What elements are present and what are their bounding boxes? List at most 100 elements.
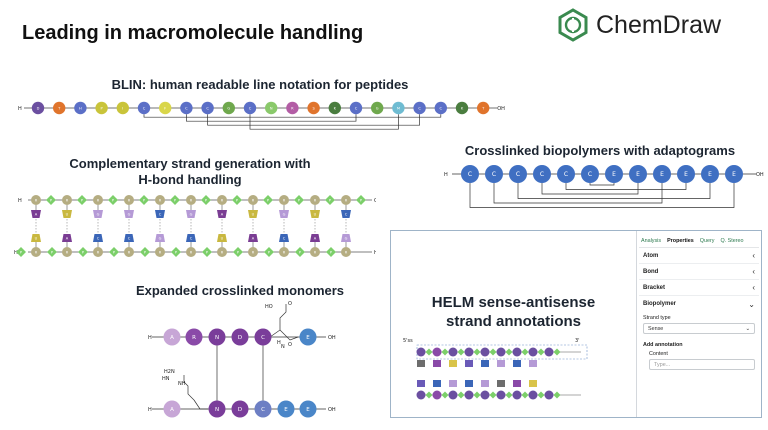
exp-bottom-label: N (215, 407, 219, 413)
helm-heading: HELM sense-antisense strand annotations (391, 293, 636, 331)
exp-bottom-monomer (231, 400, 249, 418)
sugar-label: R (97, 198, 100, 202)
exp-bottom-label: E (284, 407, 288, 413)
helm-sugar (464, 390, 474, 400)
helm-sugar (480, 347, 490, 357)
phosphate-label: P (267, 198, 270, 202)
phosphate-monomer (294, 195, 304, 205)
sugar-monomer (93, 247, 103, 257)
xl-residue-label: E (612, 171, 616, 178)
phosphate-monomer (140, 247, 150, 257)
chemdraw-logo: ChemDraw (556, 8, 721, 42)
chevron-down-icon: ⌄ (748, 299, 755, 309)
helm-bottom-base (513, 380, 521, 387)
blin-residue-label: F (164, 106, 166, 110)
tab-properties[interactable]: Properties (667, 238, 694, 244)
crosslink-line (541, 183, 639, 195)
sugar-label: R (35, 198, 38, 202)
phosphate-monomer (109, 247, 119, 257)
xl-residue (557, 165, 575, 183)
top-base (31, 210, 41, 218)
tab-q-stereo[interactable]: Q. Stereo (720, 238, 744, 244)
phosphate-label: P (330, 250, 333, 254)
phosphate-label: P (50, 198, 53, 202)
top-base-label: C (159, 213, 162, 217)
helm-top-base (449, 360, 457, 367)
sugar-label: R (345, 198, 348, 202)
exp-top-label: E (306, 335, 310, 341)
helm-bottom-base (417, 380, 425, 387)
bottom-base (310, 234, 320, 242)
properties-tabs: Analysis Properties Query Q. Stereo (639, 235, 759, 248)
helm-sugar (496, 347, 506, 357)
xl-residue (677, 165, 695, 183)
exp-bottom-end: OH (328, 407, 336, 413)
chevron-down-icon: ⌄ (745, 325, 750, 332)
blin-residue-label: C (206, 106, 209, 110)
slide-title: Leading in macromolecule handling (22, 22, 364, 44)
row-bond[interactable]: Bond‹ (639, 264, 759, 280)
complementary-heading-line2: H-bond handling (138, 172, 242, 187)
exp-top-label: R (192, 335, 196, 341)
helm-top-base (497, 360, 505, 367)
sugar-label: R (221, 198, 224, 202)
xl-residue (581, 165, 599, 183)
content-label: Content (649, 351, 668, 357)
exp-bottom-monomer (163, 400, 181, 418)
exp-top-monomer (163, 328, 181, 346)
sugar-monomer (310, 195, 320, 205)
blin-heading: BLIN: human readable line notation for p… (111, 77, 409, 92)
blin-residue (159, 101, 172, 115)
phosphate-label: P (20, 250, 23, 254)
content-input[interactable]: Type... (649, 359, 755, 370)
phosphate-label: P (299, 250, 302, 254)
helm-sugar (544, 347, 554, 357)
xl-residue-label: C (492, 171, 496, 178)
blin-residue (286, 101, 299, 115)
phosphate-monomer (232, 195, 242, 205)
xl-residue (485, 165, 503, 183)
xl-residue-label: E (732, 171, 736, 178)
phosphate-monomer (263, 195, 273, 205)
exp-label-o2: O (288, 342, 292, 348)
bottom-base (279, 234, 289, 242)
blin-residue-label: K (334, 106, 337, 110)
top-base-label: A (221, 213, 224, 217)
crosslink-line (493, 183, 663, 204)
row-biopolymer[interactable]: Biopolymer⌄ (639, 296, 759, 312)
sugar-label: R (35, 250, 38, 254)
phosphate-monomer (326, 247, 336, 257)
strand-left-label: 5'ss (403, 338, 413, 344)
top-base-label: G (283, 213, 286, 217)
sugar-monomer (310, 247, 320, 257)
sugar-monomer (93, 195, 103, 205)
blin-residue (74, 101, 87, 115)
tab-analysis[interactable]: Analysis (641, 238, 662, 244)
logo-text: ChemDraw (596, 10, 722, 39)
strand-type-select[interactable]: Sense⌄ (643, 323, 755, 334)
helm-heading-line1: HELM sense-antisense (431, 294, 596, 311)
xl-residue-label: E (708, 171, 712, 178)
row-bracket[interactable]: Bracket‹ (639, 280, 759, 296)
helm-sugar (432, 390, 442, 400)
crosslink-line (469, 183, 735, 208)
helm-bottom-base (481, 380, 489, 387)
antisense-end-label: H (374, 250, 376, 256)
row-atom[interactable]: Atom‹ (639, 248, 759, 264)
sense-start-label: H (18, 198, 22, 204)
blin-residue (434, 101, 447, 115)
tab-query[interactable]: Query (699, 238, 715, 244)
top-base (248, 210, 258, 218)
blin-residue (477, 101, 490, 115)
exp-label-h2n: H2N (164, 369, 175, 375)
helm-sugar (480, 390, 490, 400)
xl-residue (461, 165, 479, 183)
xl-residue (653, 165, 671, 183)
blin-residue (413, 101, 426, 115)
helm-sugar (512, 347, 522, 357)
helm-phosphate (457, 391, 465, 399)
exp-bottom-monomer (254, 400, 272, 418)
blin-residue-label: C (418, 106, 421, 110)
